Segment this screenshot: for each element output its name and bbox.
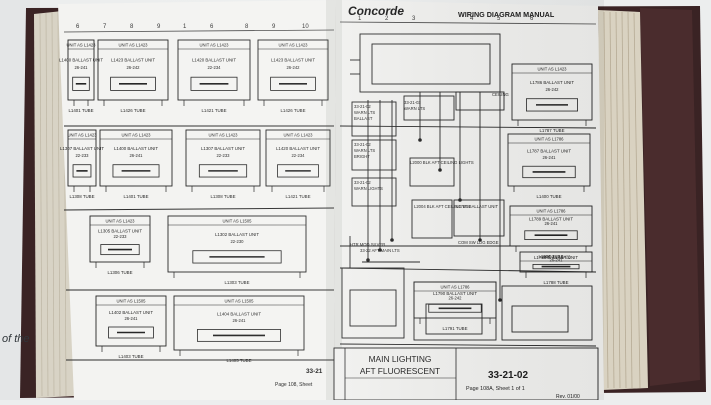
book-cover-right-edge xyxy=(640,8,700,386)
right-edge-lines xyxy=(603,11,641,389)
right-page-edges xyxy=(598,10,648,390)
wall-caption: of the xyxy=(2,333,30,345)
page-lighting xyxy=(58,0,604,400)
